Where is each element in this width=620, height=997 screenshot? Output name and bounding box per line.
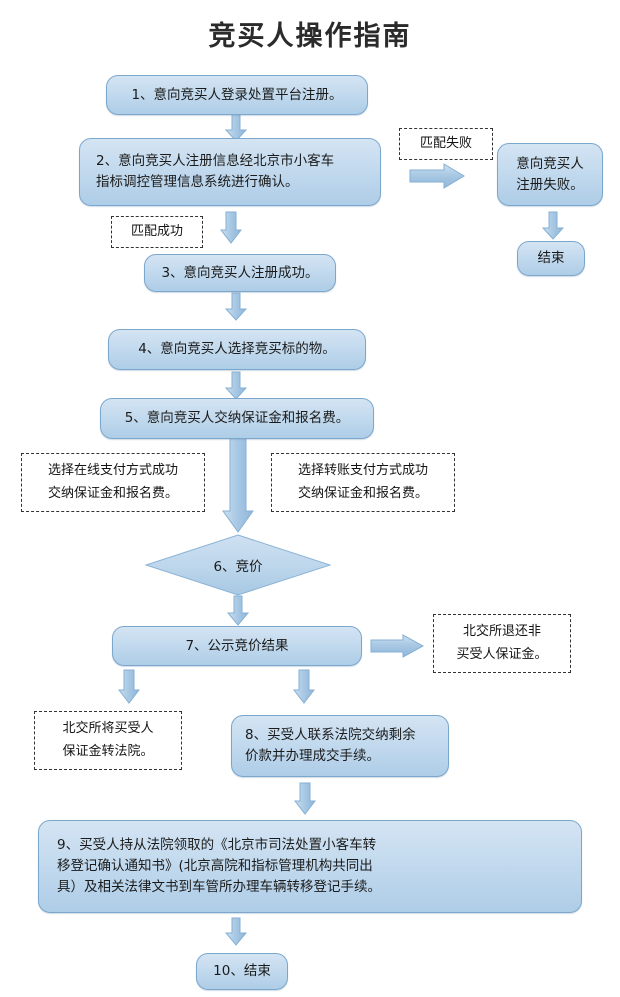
node-step-5[interactable]: 5、意向竞买人交纳保证金和报名费。 [100, 398, 374, 439]
node-register-failed[interactable]: 意向竞买人 注册失败。 [497, 143, 603, 206]
node-step-5-label: 5、意向竞买人交纳保证金和报名费。 [124, 410, 350, 427]
page-title: 竞买人操作指南 [208, 21, 412, 52]
note-online-payment-label: 选择在线支付方式成功 交纳保证金和报名费。 [47, 463, 178, 501]
node-step-7[interactable]: 7、公示竞价结果 [112, 626, 362, 666]
note-match-success: 匹配成功 [111, 216, 203, 248]
arrow-step8-to-step9 [293, 782, 317, 815]
node-end-failed[interactable]: 结束 [517, 241, 585, 276]
note-deposit-to-court-label: 北交所将买受人 保证金转法院。 [62, 721, 154, 759]
node-step-3-label: 3、意向竞买人注册成功。 [161, 264, 319, 281]
node-step-2-label: 2、意向竞买人注册信息经北京市小客车 指标调控管理信息系统进行确认。 [96, 153, 335, 190]
arrow-step4-to-step5 [224, 371, 248, 400]
node-step-2[interactable]: 2、意向竞买人注册信息经北京市小客车 指标调控管理信息系统进行确认。 [79, 138, 381, 206]
arrow-step2-to-failed [409, 163, 466, 189]
arrow-step5-to-step6 [222, 436, 254, 533]
arrow-step9-to-end [224, 917, 248, 946]
note-match-failed-label: 匹配失败 [419, 135, 472, 151]
node-register-failed-label: 意向竞买人 注册失败。 [516, 155, 584, 193]
node-step-1[interactable]: 1、意向竞买人登录处置平台注册。 [106, 75, 368, 115]
arrow-step6-to-step7 [226, 595, 250, 626]
arrow-step7-to-step8 [292, 669, 316, 704]
node-step-4[interactable]: 4、意向竞买人选择竞买标的物。 [108, 329, 366, 370]
node-step-4-label: 4、意向竞买人选择竞买标的物。 [138, 341, 336, 358]
node-step-8-label: 8、买受人联系法院交纳剩余 价款并办理成交手续。 [245, 727, 416, 764]
note-deposit-to-court: 北交所将买受人 保证金转法院。 [34, 711, 182, 770]
note-online-payment: 选择在线支付方式成功 交纳保证金和报名费。 [21, 453, 205, 512]
node-step-10-label: 10、结束 [213, 963, 271, 980]
arrow-step1-to-step2 [224, 113, 248, 142]
node-step-9[interactable]: 9、买受人持从法院领取的《北京市司法处置小客车转 移登记确认通知书》(北京高院和… [38, 820, 582, 913]
note-transfer-payment: 选择转账支付方式成功 交纳保证金和报名费。 [271, 453, 455, 512]
note-refund-deposit: 北交所退还非 买受人保证金。 [433, 614, 571, 673]
arrow-step7-to-refund [370, 634, 425, 658]
note-transfer-payment-label: 选择转账支付方式成功 交纳保证金和报名费。 [297, 463, 428, 501]
note-match-failed: 匹配失败 [399, 128, 493, 160]
node-step-6-label: 6、竞价 [213, 559, 263, 575]
note-refund-deposit-label: 北交所退还非 买受人保证金。 [456, 624, 548, 662]
node-step-1-label: 1、意向竞买人登录处置平台注册。 [131, 86, 343, 103]
arrow-step3-to-step4 [224, 292, 248, 321]
node-end-failed-label: 结束 [537, 250, 565, 267]
node-step-7-label: 7、公示竞价结果 [185, 637, 289, 654]
node-step-9-label: 9、买受人持从法院领取的《北京市司法处置小客车转 移登记确认通知书》(北京高院和… [57, 837, 381, 895]
note-match-success-label: 匹配成功 [130, 223, 183, 239]
node-step-3[interactable]: 3、意向竞买人注册成功。 [144, 254, 336, 292]
arrow-step7-to-tocourt [117, 669, 141, 704]
node-step-6-bidding[interactable]: 6、竞价 [144, 534, 332, 596]
arrow-failed-to-end [541, 211, 565, 240]
node-step-10-end[interactable]: 10、结束 [196, 953, 288, 990]
arrow-step2-to-step3 [219, 211, 243, 244]
node-step-8[interactable]: 8、买受人联系法院交纳剩余 价款并办理成交手续。 [231, 715, 449, 777]
